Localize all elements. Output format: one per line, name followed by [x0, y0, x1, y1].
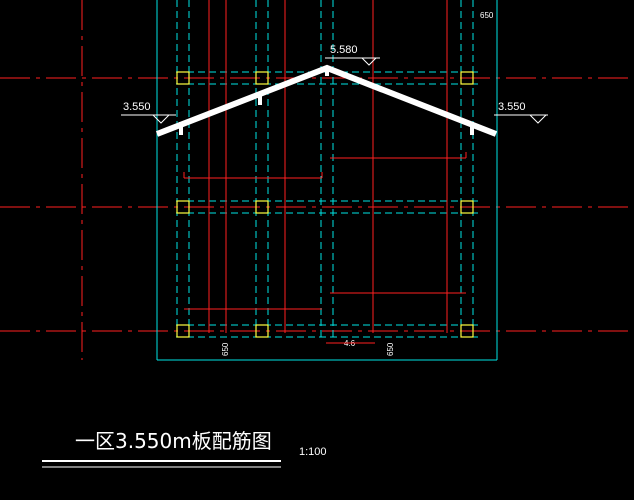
roof-section [155, 64, 498, 137]
level-text-ridge: 5.580 [330, 44, 358, 56]
title-underline [42, 460, 281, 468]
level-text-left: 3.550 [123, 101, 151, 113]
dim-label-top-right: 650 [480, 11, 494, 20]
column [460, 200, 474, 214]
column [176, 200, 190, 214]
slab-outline [156, 0, 498, 361]
column [255, 71, 269, 85]
drawing-scale: 1:100 [299, 446, 327, 458]
rebar-lines [183, 0, 467, 333]
level-marker-ridge [325, 57, 380, 66]
level-marker-right [494, 114, 548, 124]
dim-label-bottom-left: 650 [221, 342, 230, 356]
column [255, 324, 269, 338]
columns [176, 71, 474, 338]
column [255, 200, 269, 214]
column [176, 71, 190, 85]
drawing-title: 一区3.550m板配筋图 [75, 429, 272, 453]
level-marker-left [121, 114, 176, 124]
dim-label-bottom-right: 650 [386, 342, 395, 356]
column [460, 71, 474, 85]
column [176, 324, 190, 338]
column [460, 324, 474, 338]
level-text-right: 3.550 [498, 101, 526, 113]
axis-lines [0, 0, 634, 360]
